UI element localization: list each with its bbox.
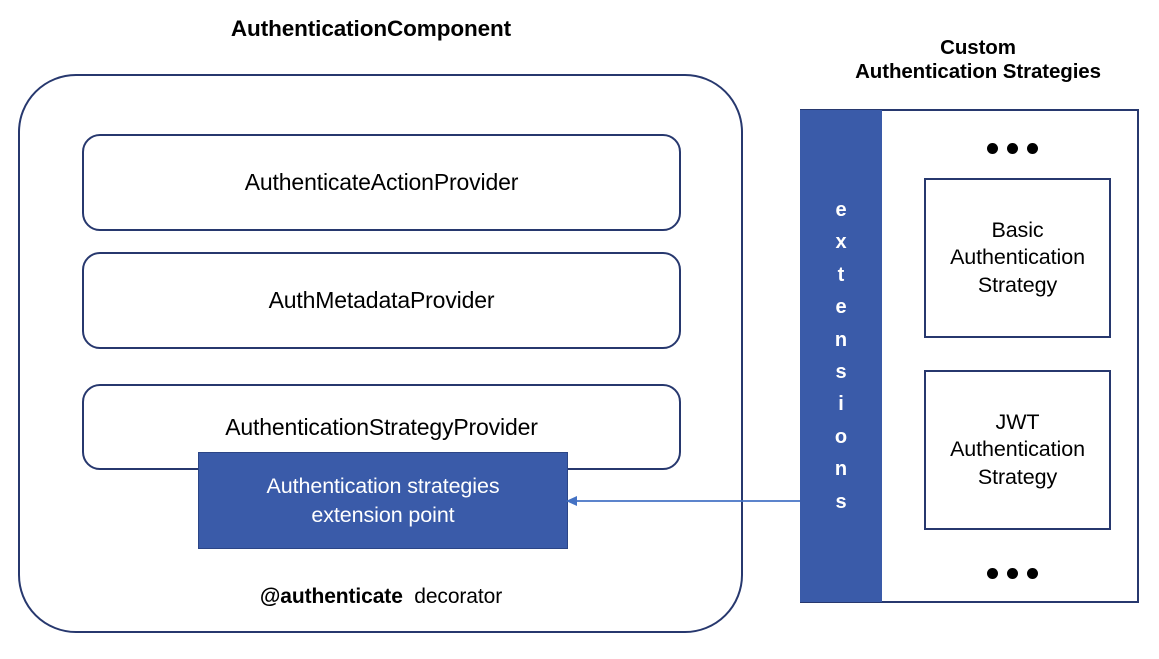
- authenticate-decorator-caption: @authenticate decorator: [181, 585, 581, 609]
- decorator-suffix: decorator: [414, 585, 503, 608]
- ellipsis-dots-top-icon: [967, 141, 1057, 155]
- ellipsis-dots-bottom-icon: [967, 566, 1057, 580]
- extensions-bar-char: e: [835, 296, 847, 319]
- dot-icon: [1026, 142, 1038, 154]
- dot-icon: [986, 142, 998, 154]
- dot-icon: [1006, 142, 1018, 154]
- extensions-bar-char: n: [834, 328, 848, 351]
- extensions-bar-char: e: [835, 199, 847, 222]
- extensions-bar-char: s: [835, 490, 847, 513]
- extensions-bar-char: t: [837, 263, 845, 286]
- extensions-bar[interactable]: e x t e n s i o n s: [800, 110, 882, 602]
- extensions-bar-char: i: [838, 393, 844, 416]
- decorator-name: @authenticate: [259, 585, 403, 608]
- strategy-box-jwt-authentication-strategy[interactable]: JWT Authentication Strategy: [924, 370, 1111, 530]
- dot-icon: [1006, 567, 1018, 579]
- provider-box-authenticate-action-provider[interactable]: AuthenticateActionProvider: [82, 134, 681, 231]
- extensions-bar-char: s: [835, 361, 847, 383]
- dot-icon: [1026, 567, 1038, 579]
- extensions-bar-char: n: [834, 458, 848, 481]
- dot-icon: [986, 567, 998, 579]
- authentication-component-title: AuthenticationComponent: [230, 16, 512, 41]
- extensions-bar-char: x: [835, 231, 847, 254]
- provider-box-auth-metadata-provider[interactable]: AuthMetadataProvider: [82, 252, 681, 349]
- custom-authentication-strategies-title: Custom Authentication Strategies: [855, 36, 1101, 84]
- strategy-box-basic-authentication-strategy[interactable]: Basic Authentication Strategy: [924, 178, 1111, 338]
- authentication-strategies-extension-point-box[interactable]: Authentication strategies extension poin…: [198, 452, 568, 549]
- extensions-bar-char: o: [834, 425, 848, 448]
